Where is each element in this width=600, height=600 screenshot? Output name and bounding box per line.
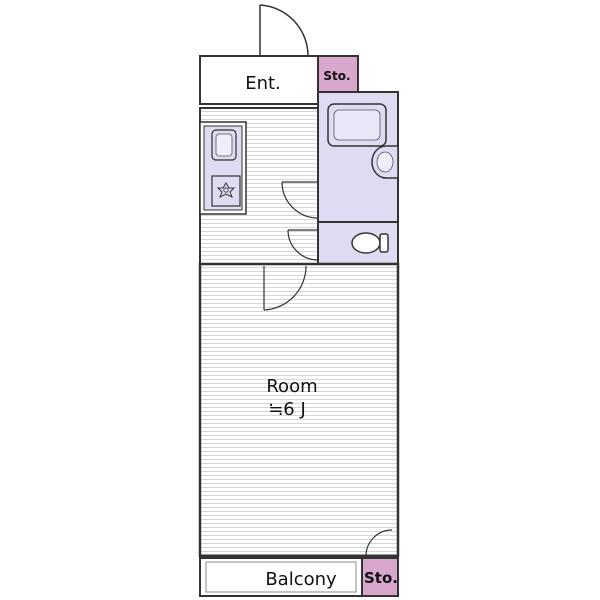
storage-top-label: Sto. [323,69,350,83]
storage-bottom-area [361,557,399,597]
toilet-icon [351,232,389,254]
washbasin-icon [371,145,399,179]
bathroom-door [281,181,319,219]
room-door [263,265,307,311]
balcony-label: Balcony [265,569,337,590]
balcony-area [199,557,363,597]
toilet-door [287,229,319,261]
stove-icon [211,175,241,207]
room-label: Room [266,376,317,397]
bathtub-icon [327,103,387,147]
room-size-label: ≒6 J [268,399,306,420]
storage-top-area [317,55,359,93]
main-room-area [198,262,400,558]
entrance-label: Ent. [245,73,281,94]
sink-icon [211,129,237,161]
entrance-door [259,4,309,57]
storage-bottom-label: Sto. [364,569,398,587]
